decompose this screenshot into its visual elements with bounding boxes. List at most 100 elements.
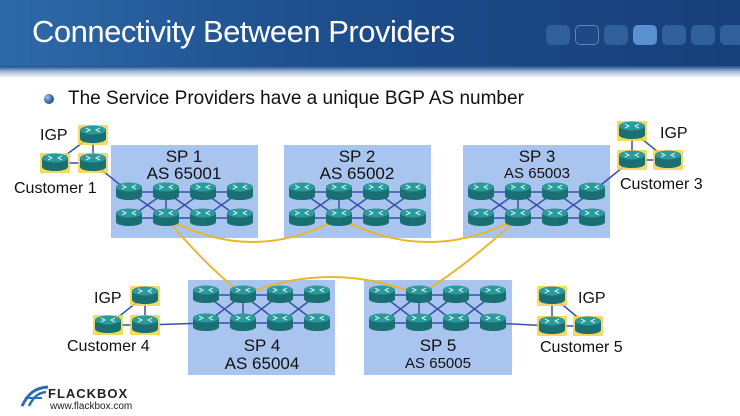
router-arrows [473,184,489,190]
router-base [193,295,219,303]
router-base [406,323,432,331]
bullet-sphere-icon [44,94,54,104]
router-base [619,160,645,168]
router-top [132,286,158,296]
router-base [505,218,531,226]
sp1-router [227,208,253,226]
sp1-as: AS 65001 [146,164,222,183]
router-base [304,323,330,331]
router-arrows [235,287,251,293]
customer1-name: Customer 1 [14,180,97,197]
sp2-router [289,208,315,226]
router-base [190,218,216,226]
sp4-router [193,313,219,331]
sp2-router [326,182,352,200]
customer1-igp: IGP [40,127,68,144]
router-arrows [309,315,325,321]
router-base [480,323,506,331]
router-base [369,295,395,303]
customer3-name: Customer 3 [620,176,703,193]
router-base [193,323,219,331]
c1-router [78,125,108,145]
router-base [80,135,106,143]
sp3-router [542,182,568,200]
router-top [267,313,293,323]
title-bar: Connectivity Between Providers [0,0,740,72]
customer5-name: Customer 5 [540,339,623,356]
c5-router [537,316,567,336]
router-arrows [485,315,501,321]
sp3-router [542,208,568,226]
router-arrows [547,184,563,190]
router-top [505,182,531,192]
router-top [80,153,106,163]
router-arrows [137,317,153,323]
router-base [443,323,469,331]
router-arrows [374,287,390,293]
router-arrows [411,315,427,321]
router-base [468,218,494,226]
router-top [289,208,315,218]
router-top [619,150,645,160]
router-top [304,285,330,295]
router-top [267,285,293,295]
router-top [619,121,645,131]
sp1-router [153,208,179,226]
router-arrows [121,184,137,190]
router-top [575,316,601,326]
sp3-router [579,182,605,200]
brand-url[interactable]: www.flackbox.com [50,401,133,412]
sp3-router [505,208,531,226]
router-base [579,218,605,226]
sp5-name: SP 5 [419,336,457,355]
bullet-text: The Service Providers have a unique BGP … [68,88,524,109]
router-top [193,313,219,323]
sp4-router [193,285,219,303]
router-arrows [368,210,384,216]
c4-router [130,315,160,335]
bgp-link-sp1-sp2 [165,217,340,243]
router-arrows [510,210,526,216]
router-base [289,218,315,226]
router-top [542,182,568,192]
router-arrows [85,155,101,161]
router-base [655,160,681,168]
header-divider [0,66,740,78]
router-base [42,163,68,171]
sp5-router [406,313,432,331]
router-base [230,295,256,303]
router-top [42,153,68,163]
router-base [267,323,293,331]
router-base [619,131,645,139]
router-top [443,285,469,295]
router-arrows [580,318,596,324]
router-base [230,323,256,331]
router-top [193,285,219,295]
router-arrows [510,184,526,190]
router-top [406,313,432,323]
sp5-router [369,285,395,303]
router-base [304,295,330,303]
router-arrows [198,315,214,321]
router-arrows [309,287,325,293]
sp2-router [326,208,352,226]
router-top [539,286,565,296]
router-arrows [473,210,489,216]
sp1-name: SP 1 [165,147,203,166]
router-base [326,192,352,200]
sp2-router [363,208,389,226]
router-base [400,218,426,226]
router-top [304,313,330,323]
sp5-router [443,285,469,303]
bgp-link-sp2-sp3 [338,217,519,243]
router-arrows [85,127,101,133]
router-arrows [232,210,248,216]
router-top [230,285,256,295]
router-base [579,192,605,200]
router-arrows [374,315,390,321]
c5-router [537,286,567,306]
customer4-name: Customer 4 [67,338,150,355]
sp3-router [505,182,531,200]
customer3-igp: IGP [660,125,688,142]
